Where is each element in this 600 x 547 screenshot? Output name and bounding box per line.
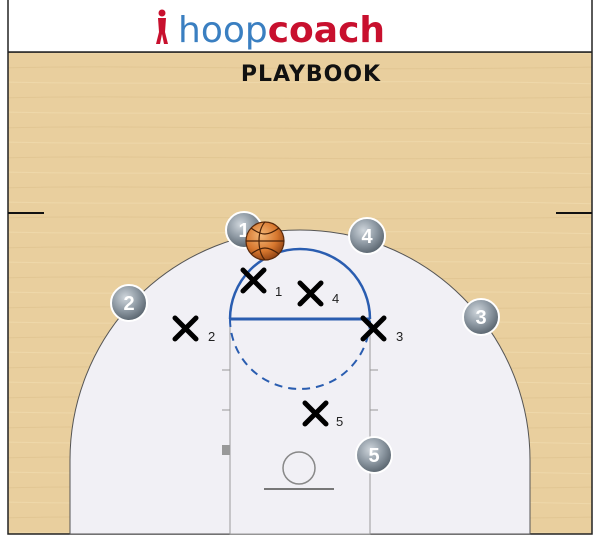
free-throw-arc-top — [228, 247, 372, 320]
hoop — [282, 451, 316, 485]
header-band — [0, 0, 600, 52]
defender-2[interactable]: 2 — [172, 315, 215, 344]
defender-4-label: 4 — [332, 291, 339, 306]
offense-player-5[interactable]: 5 — [355, 436, 393, 474]
basketball-icon[interactable] — [245, 221, 285, 261]
brand-prefix: hoop — [178, 10, 268, 51]
offense-player-2[interactable]: 2 — [110, 284, 148, 322]
defender-5[interactable]: 5 — [302, 400, 343, 429]
brand-wordmark: hoopcoach — [178, 10, 385, 51]
lane-block — [222, 445, 230, 455]
offense-player-5-label: 5 — [368, 445, 379, 467]
defender-1-label: 1 — [275, 284, 282, 299]
defender-5-label: 5 — [336, 414, 343, 429]
offense-player-1-label: 1 — [238, 220, 249, 242]
lane — [229, 318, 371, 535]
defender-4[interactable]: 4 — [297, 280, 339, 307]
player-logo-icon — [156, 9, 168, 44]
defender-3[interactable]: 3 — [360, 315, 403, 344]
offense-player-3[interactable]: 3 — [462, 298, 500, 336]
playbook-title: PLAYBOOK — [241, 62, 381, 87]
defender-1[interactable]: 1 — [240, 267, 282, 299]
defender-2-label: 2 — [208, 329, 215, 344]
free-throw-arc-bottom — [229, 318, 371, 390]
offense-player-3-label: 3 — [475, 307, 486, 329]
defender-3-label: 3 — [396, 329, 403, 344]
offense-player-4[interactable]: 4 — [348, 217, 386, 255]
offense-player-2-label: 2 — [123, 293, 134, 315]
brand-suffix: coach — [268, 10, 385, 51]
offense-player-4-label: 4 — [361, 226, 373, 248]
